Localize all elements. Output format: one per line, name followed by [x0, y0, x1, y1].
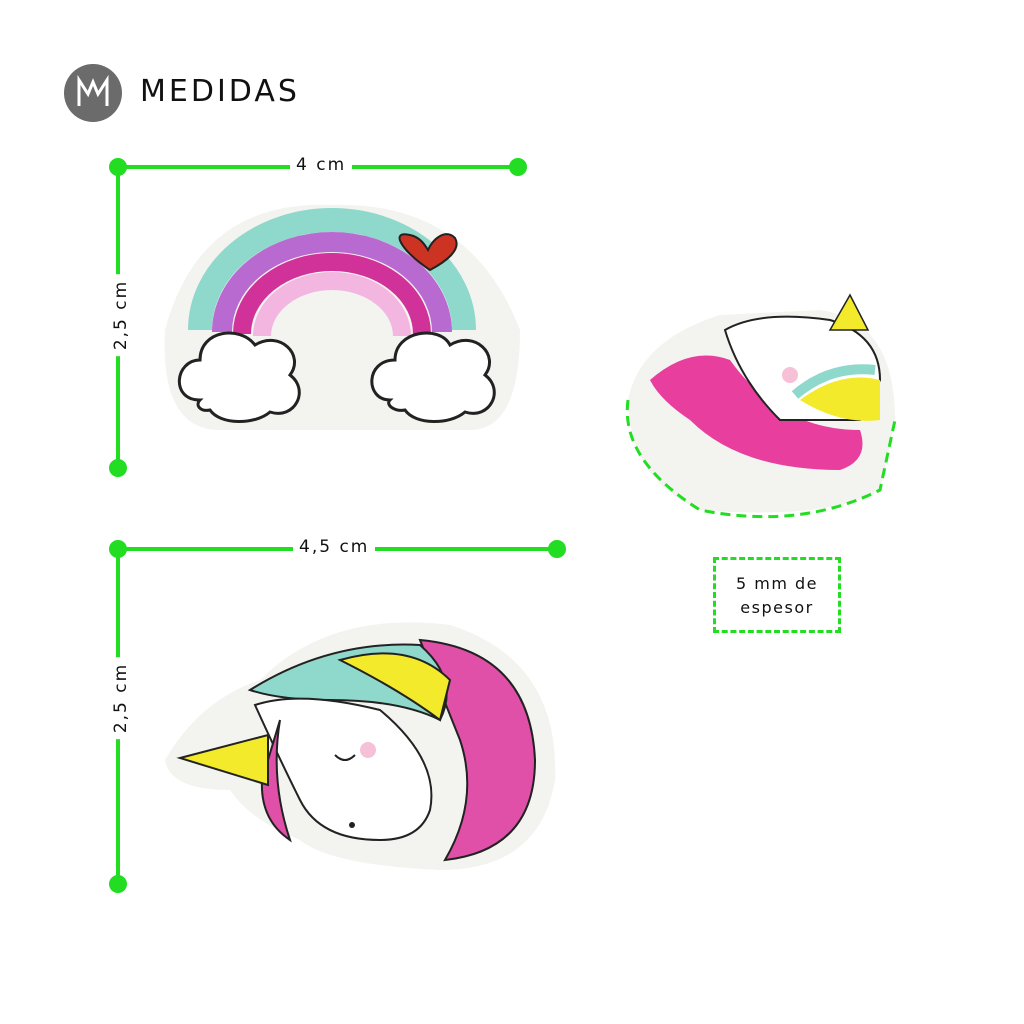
unicorn-height-label: 2,5 cm	[111, 656, 132, 740]
rainbow-width-label: 4 cm	[290, 155, 353, 175]
page-title: MEDIDAS	[140, 74, 300, 109]
thickness-line-2: espesor	[740, 598, 814, 617]
thickness-note: 5 mm de espesor	[713, 557, 841, 633]
unicorn-width-label: 4,5 cm	[293, 537, 376, 557]
rainbow-eraser	[164, 204, 520, 430]
rainbow-height-label: 2,5 cm	[111, 273, 132, 357]
measure-lines	[109, 158, 566, 893]
thickness-line-1: 5 mm de	[735, 574, 819, 593]
unicorn-thickness-eraser	[625, 293, 897, 519]
logo-icon	[64, 64, 122, 122]
unicorn-head-eraser	[165, 622, 556, 870]
